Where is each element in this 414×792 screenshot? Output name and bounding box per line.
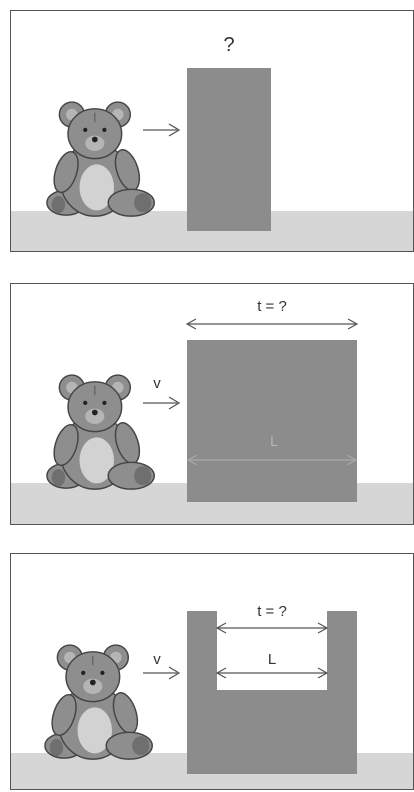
velocity-label: v <box>153 375 161 392</box>
obstacle-block <box>187 68 271 231</box>
u-shaped-obstacle <box>187 611 357 774</box>
obstacle-question-label: ? <box>223 34 234 56</box>
time-label: t = ? <box>257 603 287 620</box>
panel-2-canvas: v t = ? L <box>11 284 413 524</box>
panel-u-shaped-obstacle: v t = ? L <box>10 553 414 790</box>
obstacle-block <box>187 340 357 502</box>
time-label: t = ? <box>257 298 287 315</box>
panel-tall-obstacle: ? <box>10 10 414 252</box>
length-label: L <box>270 433 278 449</box>
panel-1-canvas: ? <box>11 11 413 251</box>
velocity-label: v <box>153 651 161 668</box>
teddy-bear <box>47 375 154 489</box>
length-label: L <box>268 651 276 668</box>
panel-3-canvas: v t = ? L <box>11 554 413 789</box>
teddy-bear <box>45 645 152 759</box>
teddy-bear <box>47 102 154 216</box>
panel-wide-obstacle: v t = ? L <box>10 283 414 525</box>
